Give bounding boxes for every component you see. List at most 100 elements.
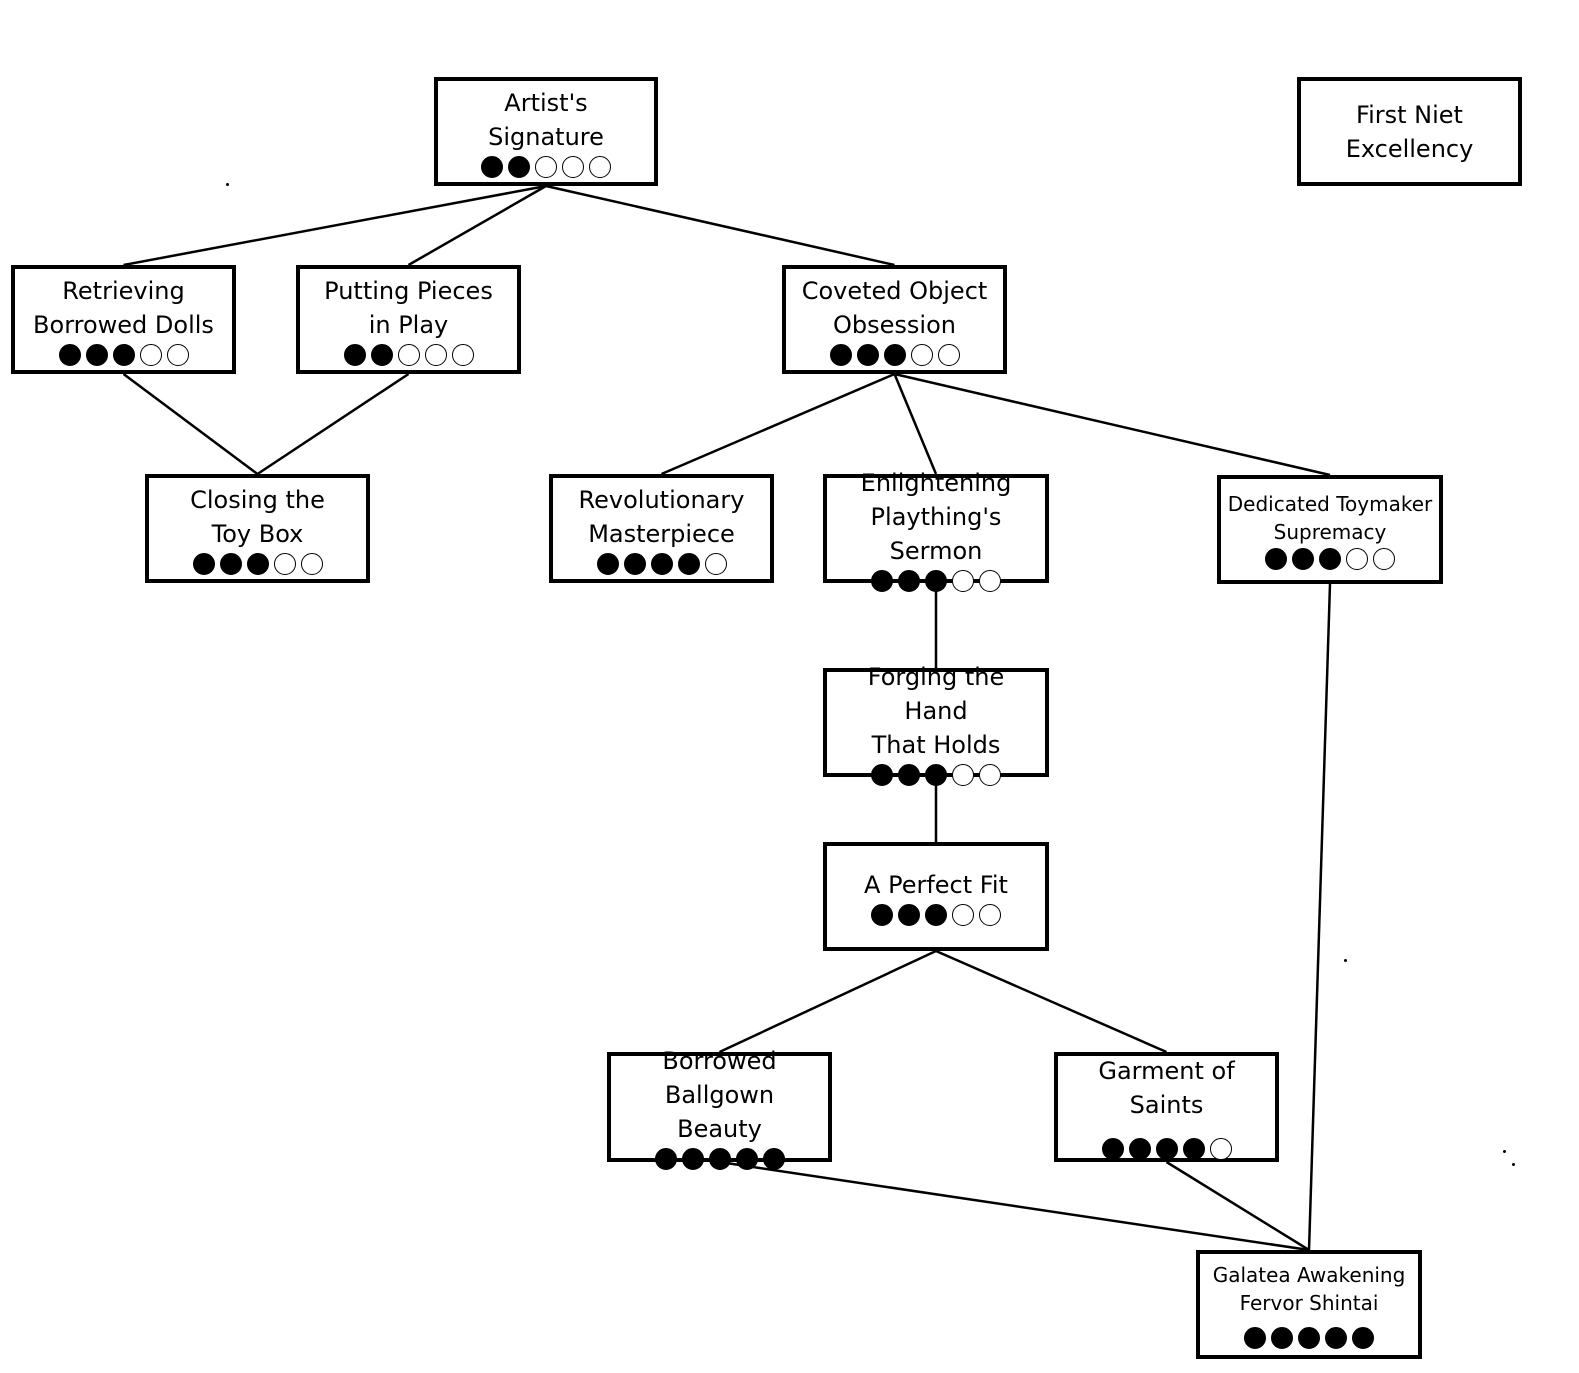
node-enlightening-plaything: Enlightening Plaything's Sermon	[823, 469, 1049, 592]
rating-dots	[343, 343, 474, 366]
edge-dedicated-toymaker-supremacy-to-galatea-awakening	[1307, 583, 1332, 1251]
empty-dot	[1346, 547, 1368, 570]
filled-dot	[508, 155, 530, 178]
rating-dots	[481, 155, 611, 178]
filled-dot	[1271, 1326, 1293, 1349]
node-dedicated-toymaker-supremacy: Dedicated Toymaker Supremacy	[1217, 475, 1443, 584]
edge-artists-signature-to-coveted-object-obsession	[545, 184, 895, 267]
node-first-niet-excellency: First Niet Excellency	[1297, 77, 1522, 186]
rating-dots	[654, 1148, 785, 1170]
filled-dot	[856, 343, 879, 366]
node-label: A Perfect Fit	[864, 870, 1008, 899]
edge-artists-signature-to-putting-pieces-in-play	[407, 184, 547, 267]
filled-dot	[1155, 1138, 1178, 1160]
stray-mark	[1503, 1150, 1506, 1153]
empty-dot	[273, 552, 296, 575]
empty-dot	[424, 343, 447, 366]
empty-dot	[139, 343, 162, 366]
edge-retrieving-borrowed-dolls-to-closing-the-toy-box	[122, 372, 259, 476]
rating-dots	[1101, 1138, 1232, 1160]
node-label: Borrowed Ballgown Beauty	[662, 1047, 777, 1143]
empty-dot	[979, 763, 1001, 786]
filled-dot	[654, 1148, 677, 1170]
node-forging-the-hand: Forging the Hand That Holds	[823, 663, 1049, 786]
edge-a-perfect-fit-to-garment-of-saints	[935, 949, 1168, 1054]
edge-borrowed-ballgown-beauty-to-galatea-awakening	[719, 1160, 1310, 1252]
empty-dot	[451, 343, 474, 366]
filled-dot	[1101, 1138, 1124, 1160]
filled-dot	[1128, 1138, 1151, 1160]
edge-putting-pieces-in-play-to-closing-the-toy-box	[256, 372, 410, 476]
filled-dot	[681, 1148, 704, 1170]
node-label: Dedicated Toymaker Supremacy	[1227, 491, 1433, 544]
filled-dot	[370, 343, 393, 366]
node-coveted-object-obsession: Coveted Object Obsession	[782, 265, 1007, 374]
empty-dot	[910, 343, 933, 366]
filled-dot	[112, 343, 135, 366]
filled-dot	[762, 1148, 785, 1170]
filled-dot	[596, 552, 619, 575]
node-borrowed-ballgown-beauty: Borrowed Ballgown Beauty	[607, 1047, 832, 1170]
filled-dot	[1325, 1326, 1347, 1349]
filled-dot	[1298, 1326, 1320, 1349]
rating-dots	[871, 763, 1001, 786]
empty-dot	[979, 903, 1001, 926]
empty-dot	[952, 763, 974, 786]
filled-dot	[708, 1148, 731, 1170]
edge-garment-of-saints-to-galatea-awakening	[1165, 1160, 1310, 1252]
node-label: Galatea Awakening Fervor Shintai	[1212, 1262, 1406, 1315]
node-label: Garment of Saints	[1098, 1057, 1235, 1119]
node-closing-the-toy-box: Closing the Toy Box	[145, 474, 370, 583]
stray-mark	[1512, 1163, 1515, 1166]
node-label: Artist's Signature	[488, 88, 604, 151]
edge-coveted-object-obsession-to-enlightening-plaything	[893, 373, 938, 475]
empty-dot	[589, 155, 611, 178]
node-label: Forging the Hand That Holds	[867, 662, 1005, 759]
rating-dots	[829, 343, 960, 366]
empty-dot	[397, 343, 420, 366]
stray-mark	[226, 183, 229, 186]
node-label: Coveted Object Obsession	[801, 276, 988, 339]
filled-dot	[219, 552, 242, 575]
filled-dot	[735, 1148, 758, 1170]
rating-dots	[871, 903, 1001, 926]
node-label: Retrieving Borrowed Dolls	[33, 276, 214, 339]
empty-dot	[952, 569, 974, 592]
node-label: Closing the Toy Box	[190, 485, 325, 548]
stray-mark	[1344, 959, 1347, 962]
edge-a-perfect-fit-to-borrowed-ballgown-beauty	[718, 949, 937, 1054]
rating-dots	[871, 569, 1001, 592]
filled-dot	[677, 552, 700, 575]
node-label: Revolutionary Masterpiece	[578, 485, 745, 548]
filled-dot	[623, 552, 646, 575]
rating-dots	[1265, 547, 1395, 570]
filled-dot	[481, 155, 503, 178]
node-garment-of-saints: Garment of Saints	[1054, 1052, 1279, 1162]
rating-dots	[192, 552, 323, 575]
filled-dot	[58, 343, 81, 366]
edge-coveted-object-obsession-to-revolutionary-masterpiece	[661, 372, 895, 476]
rating-dots	[58, 343, 189, 366]
filled-dot	[343, 343, 366, 366]
filled-dot	[650, 552, 673, 575]
empty-dot	[1373, 547, 1395, 570]
node-label: First Niet Excellency	[1345, 100, 1474, 163]
node-revolutionary-masterpiece: Revolutionary Masterpiece	[549, 474, 774, 583]
filled-dot	[192, 552, 215, 575]
filled-dot	[898, 763, 920, 786]
filled-dot	[871, 763, 893, 786]
filled-dot	[1265, 547, 1287, 570]
filled-dot	[871, 569, 893, 592]
node-label: Putting Pieces in Play	[324, 276, 493, 339]
node-putting-pieces-in-play: Putting Pieces in Play	[296, 265, 521, 374]
node-galatea-awakening: Galatea Awakening Fervor Shintai	[1196, 1250, 1422, 1359]
node-artists-signature: Artist's Signature	[434, 77, 658, 186]
edge-coveted-object-obsession-to-dedicated-toymaker-supremacy	[894, 372, 1331, 477]
filled-dot	[85, 343, 108, 366]
filled-dot	[829, 343, 852, 366]
node-a-perfect-fit: A Perfect Fit	[823, 842, 1049, 951]
node-label: Enlightening Plaything's Sermon	[860, 468, 1012, 565]
empty-dot	[979, 569, 1001, 592]
filled-dot	[925, 569, 947, 592]
